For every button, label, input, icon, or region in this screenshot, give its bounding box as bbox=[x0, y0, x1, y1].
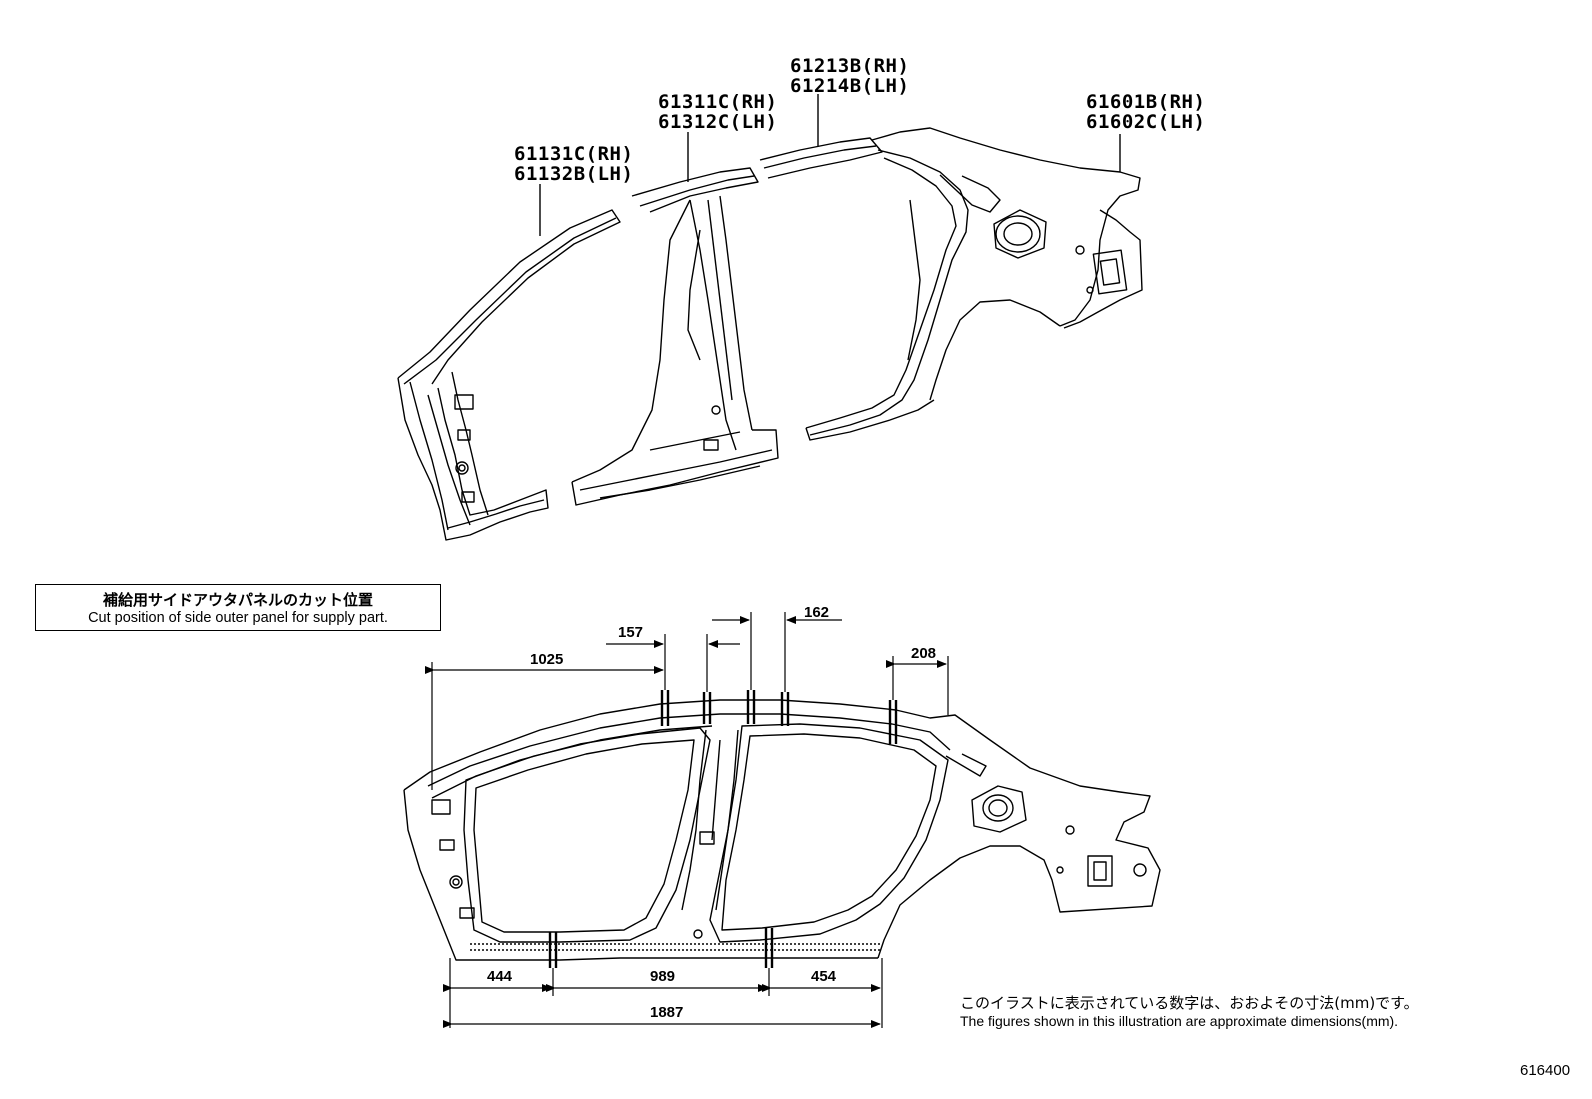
dimension-157: 157 bbox=[618, 624, 644, 641]
dimensions-note-jp: このイラストに表示されている数字は、おおよその寸法(mm)です。 bbox=[960, 994, 1419, 1012]
cut-position-title-en: Cut position of side outer panel for sup… bbox=[88, 610, 388, 626]
dimension-1887: 1887 bbox=[650, 1004, 684, 1021]
dimension-1025: 1025 bbox=[530, 651, 564, 668]
roof-rail-section bbox=[759, 137, 883, 179]
dimension-444: 444 bbox=[487, 968, 513, 985]
front-pillar-section bbox=[397, 209, 621, 541]
part-label-roof-rail: 61213B(RH) 61214B(LH) bbox=[790, 56, 909, 96]
quarter-panel-section bbox=[805, 127, 1143, 441]
part-number-rh: 61311C(RH) bbox=[658, 91, 778, 113]
cut-position-title-jp: 補給用サイドアウタパネルのカット位置 bbox=[102, 591, 373, 609]
part-label-quarter-panel: 61601B(RH) 61602C(LH) bbox=[1086, 92, 1205, 132]
dimension-454: 454 bbox=[811, 968, 837, 985]
lower-panel-assembly bbox=[403, 699, 1161, 961]
cut-position-box: 補給用サイドアウタパネルのカット位置 Cut position of side … bbox=[35, 584, 441, 631]
dimensions-note: このイラストに表示されている数字は、おおよその寸法(mm)です。 The fig… bbox=[960, 992, 1419, 1029]
upper-panel-assembly bbox=[397, 94, 1143, 541]
dimension-162: 162 bbox=[804, 604, 830, 621]
part-number-lh: 61602C(LH) bbox=[1086, 111, 1206, 133]
dimensions-note-en: The figures shown in this illustration a… bbox=[960, 1013, 1399, 1029]
part-number-lh: 61214B(LH) bbox=[790, 75, 910, 97]
part-number-rh: 61213B(RH) bbox=[790, 55, 910, 77]
part-label-center-pillar: 61311C(RH) 61312C(LH) bbox=[658, 92, 777, 132]
part-number-lh: 61312C(LH) bbox=[658, 111, 778, 133]
dimension-lines bbox=[425, 612, 949, 1028]
part-number-rh: 61601B(RH) bbox=[1086, 91, 1206, 113]
cut-lines bbox=[548, 690, 898, 968]
center-pillar-section bbox=[571, 167, 779, 506]
part-label-front-pillar: 61131C(RH) 61132B(LH) bbox=[514, 144, 633, 184]
part-number-rh: 61131C(RH) bbox=[514, 143, 634, 165]
part-number-lh: 61132B(LH) bbox=[514, 163, 634, 185]
figure-number: 616400 bbox=[1520, 1062, 1571, 1079]
dimension-208: 208 bbox=[911, 645, 937, 662]
dimension-989: 989 bbox=[650, 968, 676, 985]
